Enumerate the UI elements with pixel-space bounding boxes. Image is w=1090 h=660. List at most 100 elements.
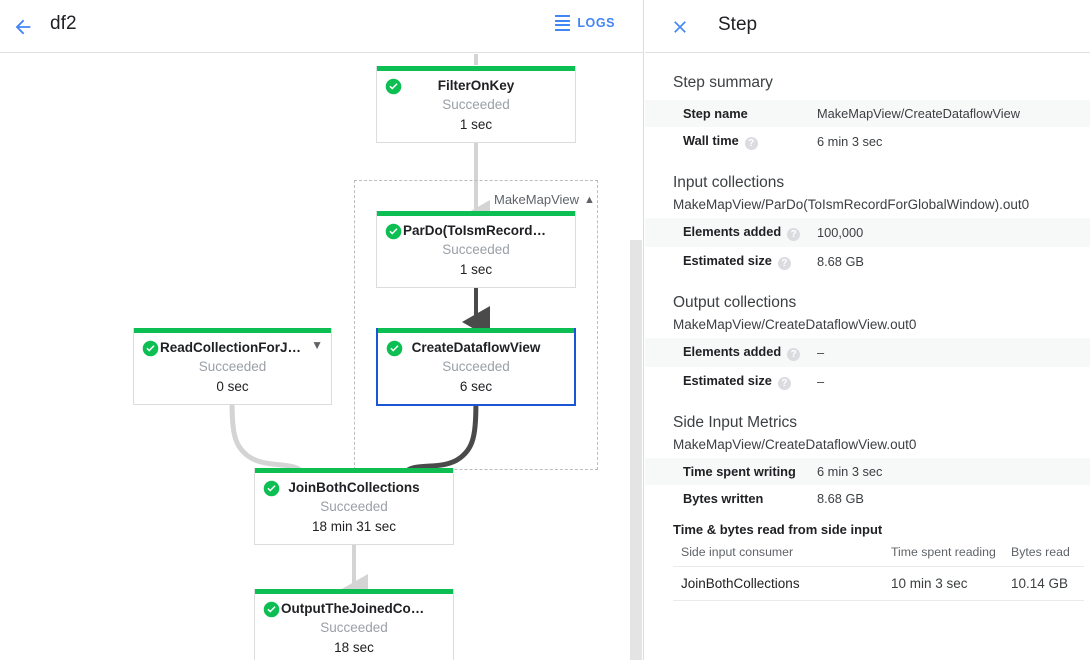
page-title: df2: [50, 13, 77, 34]
row-key: Elements added?: [645, 218, 817, 247]
table-row: Elements added? –: [645, 338, 1090, 367]
node-status-bar: [255, 468, 453, 473]
step-panel-header: Step: [645, 0, 1090, 53]
graph-node-joinbothcollections[interactable]: JoinBothCollections Succeeded 18 min 31 …: [254, 468, 454, 545]
table-row: Time spent writing 6 min 3 sec: [645, 458, 1090, 485]
row-value: 6 min 3 sec: [817, 464, 883, 479]
arrow-left-icon[interactable]: [9, 13, 37, 41]
row-key: Wall time?: [645, 127, 817, 156]
row-key: Step name: [645, 100, 817, 127]
output-collection-name: MakeMapView/CreateDataflowView.out0: [673, 317, 917, 332]
row-key-label: Time spent writing: [683, 464, 796, 479]
group-box-makemapview[interactable]: [354, 180, 598, 470]
chevron-up-icon[interactable]: ▲: [584, 193, 595, 206]
row-key: Estimated size?: [645, 247, 817, 276]
panel-title: Step: [718, 14, 758, 35]
node-body: OutputTheJoinedCollec… Succeeded 18 sec: [255, 594, 453, 660]
row-key-label: Estimated size: [683, 253, 772, 268]
node-body: CreateDataflowView Succeeded 6 sec: [378, 333, 574, 404]
side-input-collection-name: MakeMapView/CreateDataflowView.out0: [673, 437, 917, 452]
check-circle-icon: [386, 340, 403, 357]
help-icon[interactable]: ?: [777, 257, 791, 270]
side-input-metrics-table: Time spent writing 6 min 3 sec Bytes wri…: [645, 458, 1090, 512]
node-title: FilterOnKey: [437, 78, 515, 93]
node-status: Succeeded: [442, 97, 510, 112]
row-key: Elements added?: [645, 338, 817, 367]
node-title: ParDo(ToIsmRecordFor…: [403, 223, 568, 238]
job-graph-canvas[interactable]: MakeMapView ▲ FilterOnKey Succeeded 1 se…: [0, 54, 643, 660]
chevron-down-icon[interactable]: ▼: [311, 338, 323, 352]
logs-button[interactable]: LOGS: [555, 15, 615, 31]
table-row: Wall time? 6 min 3 sec: [645, 127, 1090, 156]
row-key-label: Bytes written: [683, 491, 764, 506]
logs-button-label: LOGS: [577, 15, 615, 30]
row-key: Time spent writing: [645, 458, 817, 485]
section-heading-side-input-metrics: Side Input Metrics: [673, 414, 798, 431]
step-details-panel: Step Step summary Step name MakeMapView/…: [645, 0, 1090, 660]
graph-scrollbar-track[interactable]: [629, 54, 643, 660]
node-status: Succeeded: [442, 359, 510, 374]
row-key: Bytes written: [645, 485, 817, 512]
table-row: Estimated size? 8.68 GB: [645, 247, 1090, 276]
table-row: Estimated size? –: [645, 367, 1090, 396]
graph-node-readcollectionforjoin[interactable]: ReadCollectionForJoin Succeeded 0 sec ▼: [133, 328, 332, 405]
row-value: –: [817, 374, 825, 389]
check-circle-icon: [263, 480, 280, 497]
table-row: Bytes written 8.68 GB: [645, 485, 1090, 512]
graph-scrollbar-thumb[interactable]: [630, 240, 642, 660]
cell-consumer: JoinBothCollections: [673, 566, 891, 601]
node-status-bar: [378, 328, 574, 333]
row-value: 6 min 3 sec: [817, 134, 883, 149]
section-heading-input-collections: Input collections: [673, 174, 785, 191]
section-heading-output-collections: Output collections: [673, 294, 797, 311]
node-status: Succeeded: [442, 242, 510, 257]
table-row: Step name MakeMapView/CreateDataflowView: [645, 100, 1090, 127]
node-title: CreateDataflowView: [411, 340, 541, 355]
cell-bytes-read: 10.14 GB: [1011, 566, 1084, 601]
table-row: Elements added? 100,000: [645, 218, 1090, 247]
check-circle-icon: [263, 601, 280, 618]
node-status-bar: [255, 589, 453, 594]
node-time: 0 sec: [216, 379, 249, 394]
subsection-title-side-input-read: Time & bytes read from side input: [673, 522, 883, 537]
cell-time-spent-reading: 10 min 3 sec: [891, 566, 1011, 601]
logs-menu-icon: [555, 15, 571, 31]
output-collections-table: Elements added? – Estimated size? –: [645, 338, 1090, 396]
input-collections-table: Elements added? 100,000 Estimated size? …: [645, 218, 1090, 276]
node-title: OutputTheJoinedCollec…: [281, 601, 447, 616]
input-collection-name: MakeMapView/ParDo(ToIsmRecordForGlobalWi…: [673, 197, 1030, 212]
row-key-label: Estimated size: [683, 373, 772, 388]
graph-node-outputthejoinedcollection[interactable]: OutputTheJoinedCollec… Succeeded 18 sec: [254, 589, 454, 660]
graph-node-filteronkey[interactable]: FilterOnKey Succeeded 1 sec: [376, 66, 576, 143]
help-icon[interactable]: ?: [744, 137, 758, 150]
group-label-makemapview[interactable]: MakeMapView ▲: [494, 192, 595, 207]
graph-node-createdataflowview[interactable]: CreateDataflowView Succeeded 6 sec: [376, 328, 576, 406]
check-circle-icon: [142, 340, 159, 357]
node-body: JoinBothCollections Succeeded 18 min 31 …: [255, 473, 453, 544]
node-body: ParDo(ToIsmRecordFor… Succeeded 1 sec: [377, 216, 575, 287]
help-icon[interactable]: ?: [777, 377, 791, 390]
help-icon[interactable]: ?: [787, 348, 801, 361]
side-input-read-table: Side input consumer Time spent reading B…: [673, 541, 1084, 601]
close-icon[interactable]: [667, 14, 693, 40]
node-title: ReadCollectionForJoin: [160, 340, 308, 355]
row-key-label: Wall time: [683, 133, 739, 148]
row-key-label: Step name: [683, 106, 748, 121]
column-header-time-spent-reading: Time spent reading: [891, 541, 1011, 567]
help-icon[interactable]: ?: [787, 228, 801, 241]
node-title: JoinBothCollections: [288, 480, 420, 495]
group-label-text: MakeMapView: [494, 192, 580, 207]
graph-panel-header: df2 LOGS: [0, 0, 643, 53]
row-value: 8.68 GB: [817, 491, 864, 506]
node-time: 18 min 31 sec: [311, 519, 397, 534]
graph-node-pardo-toismrecord[interactable]: ParDo(ToIsmRecordFor… Succeeded 1 sec: [376, 211, 576, 288]
node-status-bar: [377, 211, 575, 216]
node-time: 1 sec: [459, 262, 493, 277]
check-circle-icon: [385, 78, 402, 95]
column-header-bytes-read: Bytes read: [1011, 541, 1084, 567]
row-value: –: [817, 345, 825, 360]
row-value: 100,000: [817, 225, 864, 240]
table-row: JoinBothCollections 10 min 3 sec 10.14 G…: [673, 566, 1084, 601]
row-key: Estimated size?: [645, 367, 817, 396]
